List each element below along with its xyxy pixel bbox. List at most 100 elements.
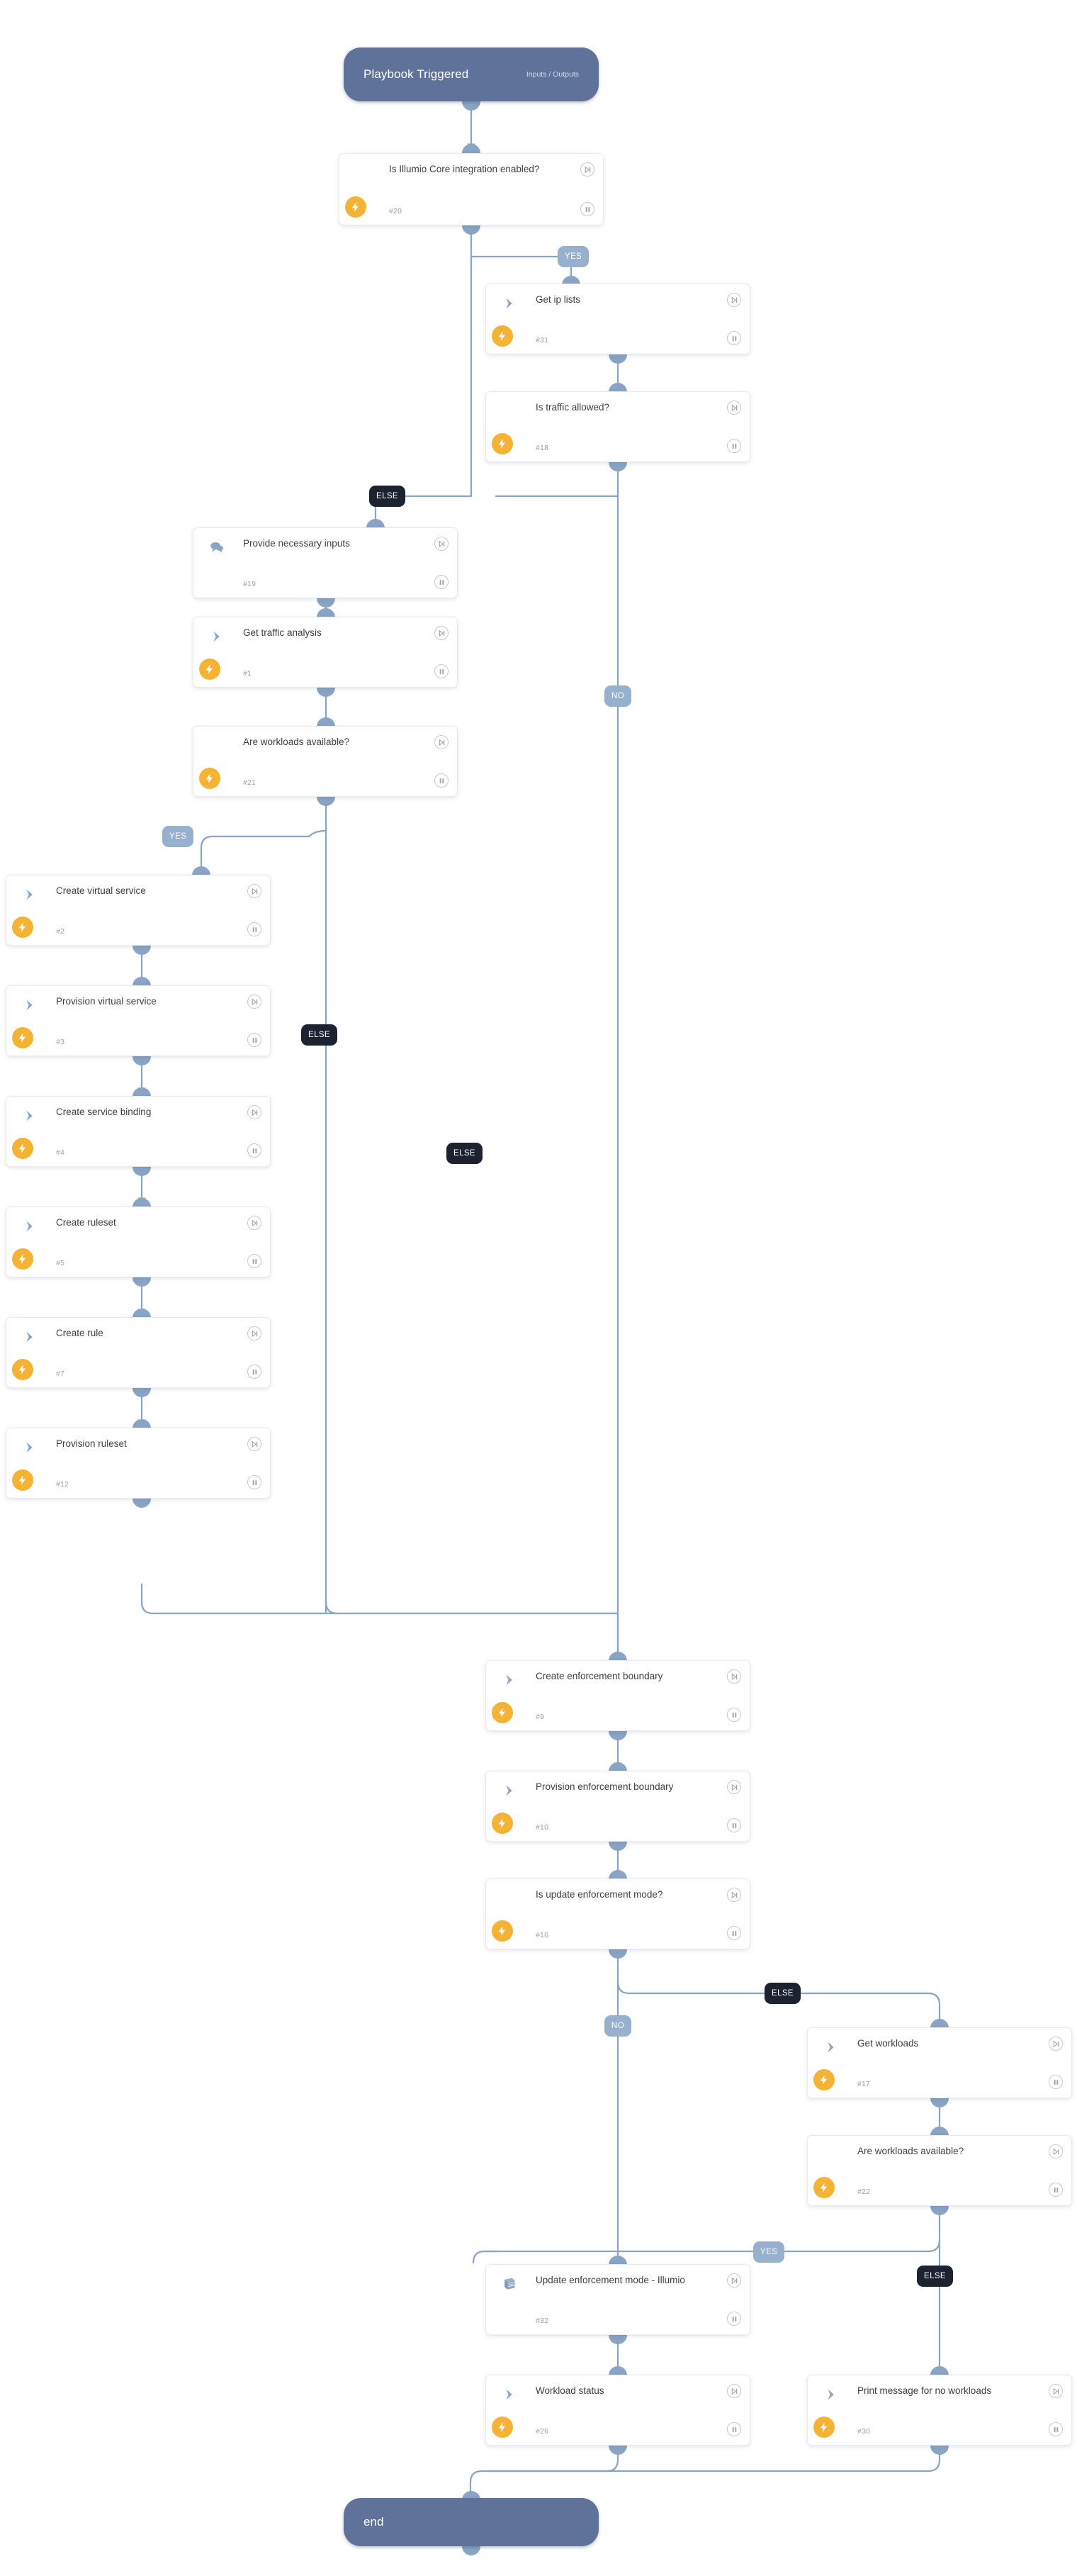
skip-to-next-icon[interactable] [434, 735, 449, 749]
node-out-stub [609, 2335, 627, 2344]
skip-to-next-icon[interactable] [1049, 2037, 1063, 2051]
branch-label-else[interactable]: ELSE [446, 1143, 483, 1164]
skip-to-next-icon[interactable] [247, 1326, 261, 1340]
skip-to-next-icon[interactable] [727, 1669, 741, 1684]
node-card[interactable]: Create rule #7 [6, 1317, 271, 1388]
skip-to-next-icon[interactable] [247, 1437, 261, 1451]
skip-to-next-icon[interactable] [580, 162, 594, 177]
node-card[interactable]: Provision enforcement boundary #10 [485, 1771, 750, 1842]
pause-icon[interactable] [727, 439, 741, 453]
lightning-bolt-icon [492, 2417, 513, 2438]
skip-to-next-icon[interactable] [727, 1780, 741, 1794]
start-node[interactable]: Playbook Triggered Inputs / Outputs [344, 47, 599, 101]
skip-to-next-icon[interactable] [727, 1888, 741, 1902]
node-card[interactable]: Is traffic allowed? #18 [485, 391, 750, 462]
node-number: #16 [536, 1931, 549, 1939]
action-chevron-icon [22, 1440, 39, 1457]
node-number: #5 [56, 1259, 65, 1267]
node-card[interactable]: Create enforcement boundary #9 [485, 1660, 750, 1731]
node-card[interactable]: Create virtual service #2 [6, 875, 271, 946]
pause-icon[interactable] [247, 1365, 261, 1379]
node-card[interactable]: Are workloads available? #21 [193, 726, 458, 797]
pause-icon[interactable] [247, 1143, 261, 1158]
node-card[interactable]: Get workloads #17 [807, 2027, 1072, 2098]
pause-icon[interactable] [434, 575, 449, 589]
pause-icon[interactable] [247, 1475, 261, 1489]
pause-icon[interactable] [727, 2312, 741, 2326]
branch-label-yes[interactable]: YES [162, 826, 194, 847]
lightning-bolt-icon [492, 433, 513, 454]
branch-label-no[interactable]: NO [604, 685, 632, 707]
node-card[interactable]: Get traffic analysis #1 [193, 617, 458, 688]
node-out-stub [132, 1056, 151, 1065]
pause-icon[interactable] [1049, 2422, 1063, 2436]
node-out-stub [609, 1949, 627, 1959]
node-title: Update enforcement mode - Illumio [536, 2275, 685, 2285]
start-node-io-label: Inputs / Outputs [526, 70, 579, 79]
node-card[interactable]: Get ip lists #31 [485, 284, 750, 354]
node-card[interactable]: Are workloads available? #22 [807, 2135, 1072, 2206]
skip-to-next-icon[interactable] [434, 537, 449, 551]
skip-to-next-icon[interactable] [434, 626, 449, 640]
branch-label-yes[interactable]: YES [558, 246, 590, 267]
node-title: Is traffic allowed? [536, 402, 610, 413]
node-out-stub [930, 2098, 949, 2107]
pause-icon[interactable] [580, 202, 594, 216]
pause-icon[interactable] [434, 664, 449, 678]
node-card[interactable]: Is Illumio Core integration enabled? #20 [339, 153, 604, 225]
lightning-bolt-icon [492, 1920, 513, 1942]
branch-label-else[interactable]: ELSE [917, 2266, 954, 2287]
node-card[interactable]: Create service binding #4 [6, 1096, 271, 1167]
pause-icon[interactable] [247, 922, 261, 936]
skip-to-next-icon[interactable] [247, 884, 261, 898]
manual-input-chat-icon [209, 539, 226, 556]
node-card[interactable]: Provision virtual service #3 [6, 985, 271, 1056]
playbook-book-icon [502, 2276, 519, 2293]
node-out-stub [317, 598, 335, 607]
node-card[interactable]: Provision ruleset #12 [6, 1428, 271, 1499]
node-title: Is Illumio Core integration enabled? [389, 164, 540, 174]
node-in-stub [462, 144, 480, 153]
skip-to-next-icon[interactable] [727, 2273, 741, 2287]
node-card[interactable]: Create ruleset #5 [6, 1206, 271, 1277]
node-out-stub [132, 1277, 151, 1287]
branch-label-else[interactable]: ELSE [765, 1983, 801, 2004]
node-number: #19 [243, 580, 256, 588]
pause-icon[interactable] [247, 1033, 261, 1047]
node-title: Is update enforcement mode? [536, 1889, 663, 1900]
skip-to-next-icon[interactable] [727, 401, 741, 415]
branch-label-no[interactable]: NO [604, 2015, 632, 2037]
node-out-stub [609, 2446, 627, 2455]
pause-icon[interactable] [247, 1254, 261, 1268]
node-card[interactable]: Provide necessary inputs #19 [193, 527, 458, 598]
end-node[interactable]: end [344, 2498, 599, 2546]
skip-to-next-icon[interactable] [247, 995, 261, 1009]
skip-to-next-icon[interactable] [1049, 2384, 1063, 2398]
node-card[interactable]: Print message for no workloads #30 [807, 2375, 1072, 2446]
pause-icon[interactable] [727, 1818, 741, 1832]
pause-icon[interactable] [434, 773, 449, 788]
action-chevron-icon [22, 997, 39, 1014]
condition-diamond-icon [502, 1891, 519, 1908]
branch-label-yes[interactable]: YES [753, 2241, 785, 2263]
pause-icon[interactable] [1049, 2075, 1063, 2089]
skip-to-next-icon[interactable] [727, 293, 741, 307]
node-card[interactable]: Is update enforcement mode? #16 [485, 1878, 750, 1949]
skip-to-next-icon[interactable] [1049, 2144, 1063, 2158]
skip-to-next-icon[interactable] [247, 1105, 261, 1119]
pause-icon[interactable] [1049, 2183, 1063, 2197]
branch-label-else[interactable]: ELSE [301, 1024, 338, 1046]
node-card[interactable]: Update enforcement mode - Illumio #32 [485, 2264, 750, 2335]
node-number: #20 [389, 207, 402, 215]
pause-icon[interactable] [727, 331, 741, 345]
action-chevron-icon [22, 887, 39, 904]
pause-icon[interactable] [727, 1708, 741, 1722]
node-title: Create rule [56, 1328, 103, 1338]
pause-icon[interactable] [727, 1926, 741, 1940]
skip-to-next-icon[interactable] [247, 1216, 261, 1230]
node-card[interactable]: Workload status #26 [485, 2375, 750, 2446]
pause-icon[interactable] [727, 2422, 741, 2436]
branch-label-else[interactable]: ELSE [369, 486, 406, 507]
branch-label-text: YES [169, 832, 187, 841]
skip-to-next-icon[interactable] [727, 2384, 741, 2398]
